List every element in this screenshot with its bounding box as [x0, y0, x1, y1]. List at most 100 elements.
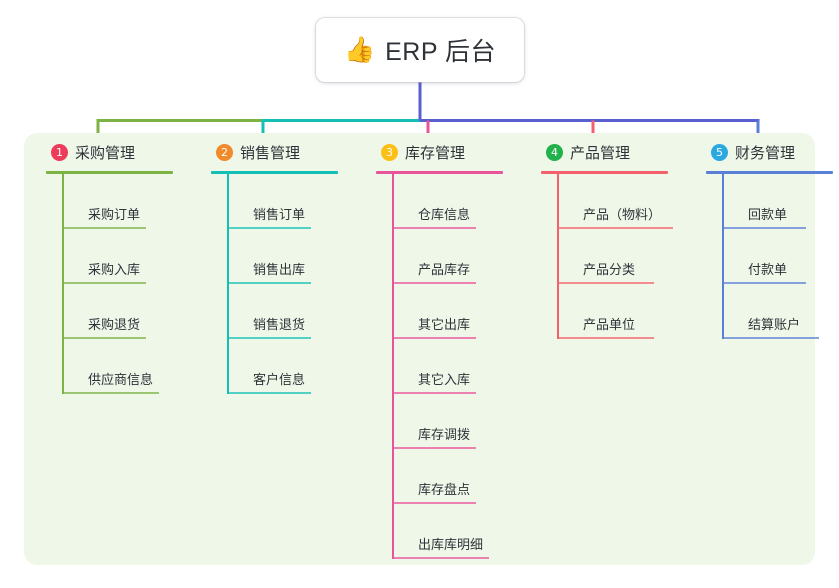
- branch-item[interactable]: 产品单位: [557, 284, 691, 339]
- branch-title: 产品管理: [570, 144, 631, 162]
- branch-item[interactable]: 其它出库: [392, 284, 526, 339]
- branch-item-label: 付款单: [748, 262, 788, 277]
- branch-item-label: 产品库存: [418, 262, 471, 277]
- branch-item-label: 客户信息: [253, 372, 306, 387]
- branch-item[interactable]: 销售出库: [227, 229, 361, 284]
- branch-trunk-line: [62, 174, 64, 394]
- branch-item-label: 其它出库: [418, 317, 471, 332]
- branch-item-label: 采购退货: [88, 317, 141, 332]
- branch-item-rule: [392, 282, 476, 284]
- branch-header[interactable]: 3 库存管理: [366, 133, 526, 171]
- branch-item-label: 产品分类: [583, 262, 636, 277]
- branch-item-label: 销售退货: [253, 317, 306, 332]
- branch-number-badge: 2: [216, 143, 233, 161]
- branch-items: 回款单付款单结算账户: [722, 174, 839, 339]
- branch-item-label: 库存盘点: [418, 482, 471, 497]
- branch-item-rule: [62, 227, 146, 229]
- branch-item-rule: [722, 337, 819, 339]
- root-title: ERP 后台: [385, 38, 497, 66]
- branch-items: 采购订单采购入库采购退货供应商信息: [62, 174, 196, 394]
- branch-item[interactable]: 仓库信息: [392, 174, 526, 229]
- branch-item[interactable]: 结算账户: [722, 284, 839, 339]
- branch-title: 库存管理: [405, 144, 466, 162]
- branch-number-badge: 5: [711, 143, 728, 161]
- branch-trunk-line: [722, 174, 724, 339]
- branch-item-rule: [392, 447, 476, 449]
- branch-underline: [46, 171, 173, 174]
- branch-item-rule: [722, 282, 806, 284]
- branch-item-rule: [557, 282, 654, 284]
- branch-item-rule: [62, 282, 146, 284]
- branch-item[interactable]: 客户信息: [227, 339, 361, 394]
- branch-item-rule: [557, 227, 673, 229]
- branch-column: 1 采购管理采购订单采购入库采购退货供应商信息: [36, 133, 196, 394]
- branch-item-rule: [557, 337, 654, 339]
- branch-item[interactable]: 产品库存: [392, 229, 526, 284]
- branch-item[interactable]: 库存盘点: [392, 449, 526, 504]
- branch-title: 销售管理: [240, 144, 301, 162]
- branch-item[interactable]: 销售退货: [227, 284, 361, 339]
- branch-item[interactable]: 采购入库: [62, 229, 196, 284]
- branch-column: 3 库存管理仓库信息产品库存其它出库其它入库库存调拨库存盘点出库库明细: [366, 133, 526, 559]
- branch-item-rule: [227, 337, 311, 339]
- branch-title: 采购管理: [75, 144, 136, 162]
- branch-trunk-line: [557, 174, 559, 339]
- branch-item-label: 库存调拨: [418, 427, 471, 442]
- branch-item-label: 采购订单: [88, 207, 141, 222]
- branch-item[interactable]: 销售订单: [227, 174, 361, 229]
- branch-header[interactable]: 4 产品管理: [531, 133, 691, 171]
- branch-item-label: 仓库信息: [418, 207, 471, 222]
- branch-item[interactable]: 出库库明细: [392, 504, 526, 559]
- branch-item-label: 产品单位: [583, 317, 636, 332]
- branch-column: 2 销售管理销售订单销售出库销售退货客户信息: [201, 133, 361, 394]
- branch-number-badge: 4: [546, 143, 563, 161]
- branch-trunk-line: [227, 174, 229, 394]
- branch-number-badge: 1: [51, 143, 68, 161]
- branch-item-rule: [392, 392, 476, 394]
- branch-item-rule: [392, 502, 476, 504]
- branch-item[interactable]: 其它入库: [392, 339, 526, 394]
- thumbs-up-icon: 👍: [343, 35, 376, 64]
- branch-item[interactable]: 供应商信息: [62, 339, 196, 394]
- branch-item-rule: [227, 227, 311, 229]
- branch-trunk-line: [392, 174, 394, 559]
- root-node[interactable]: 👍 ERP 后台: [316, 18, 524, 82]
- branch-header[interactable]: 1 采购管理: [36, 133, 196, 171]
- branch-item-label: 出库库明细: [418, 537, 484, 552]
- branch-underline: [706, 171, 833, 174]
- branch-number-badge: 3: [381, 143, 398, 161]
- branch-underline: [376, 171, 503, 174]
- branch-item-rule: [392, 227, 476, 229]
- branch-item-label: 销售出库: [253, 262, 306, 277]
- branch-item[interactable]: 采购订单: [62, 174, 196, 229]
- branch-items: 产品（物料） 产品分类产品单位: [557, 174, 691, 339]
- branch-item-rule: [62, 337, 146, 339]
- branch-item-label: 销售订单: [253, 207, 306, 222]
- background-panel: [24, 133, 815, 565]
- branch-item[interactable]: 回款单: [722, 174, 839, 229]
- branch-columns: 1 采购管理采购订单采购入库采购退货供应商信息 2 销售管理销售订单销售出库销售退货客…: [24, 133, 833, 565]
- branch-item-rule: [722, 227, 806, 229]
- branch-item-rule: [227, 282, 311, 284]
- branch-item-rule: [227, 392, 311, 394]
- branch-item-label: 产品（物料）: [583, 207, 662, 222]
- branch-items: 仓库信息产品库存其它出库其它入库库存调拨库存盘点出库库明细: [392, 174, 526, 559]
- branch-column: 4 产品管理产品（物料） 产品分类产品单位: [531, 133, 691, 339]
- branch-item[interactable]: 产品（物料）: [557, 174, 691, 229]
- branch-item-label: 结算账户: [748, 317, 801, 332]
- branch-item[interactable]: 付款单: [722, 229, 839, 284]
- branch-item-rule: [392, 557, 489, 559]
- branch-item[interactable]: 采购退货: [62, 284, 196, 339]
- branch-header[interactable]: 2 销售管理: [201, 133, 361, 171]
- branch-underline: [211, 171, 338, 174]
- branch-item-label: 供应商信息: [88, 372, 154, 387]
- branch-items: 销售订单销售出库销售退货客户信息: [227, 174, 361, 394]
- branch-item-label: 其它入库: [418, 372, 471, 387]
- branch-item[interactable]: 产品分类: [557, 229, 691, 284]
- branch-underline: [541, 171, 668, 174]
- branch-item[interactable]: 库存调拨: [392, 394, 526, 449]
- branch-item-label: 回款单: [748, 207, 788, 222]
